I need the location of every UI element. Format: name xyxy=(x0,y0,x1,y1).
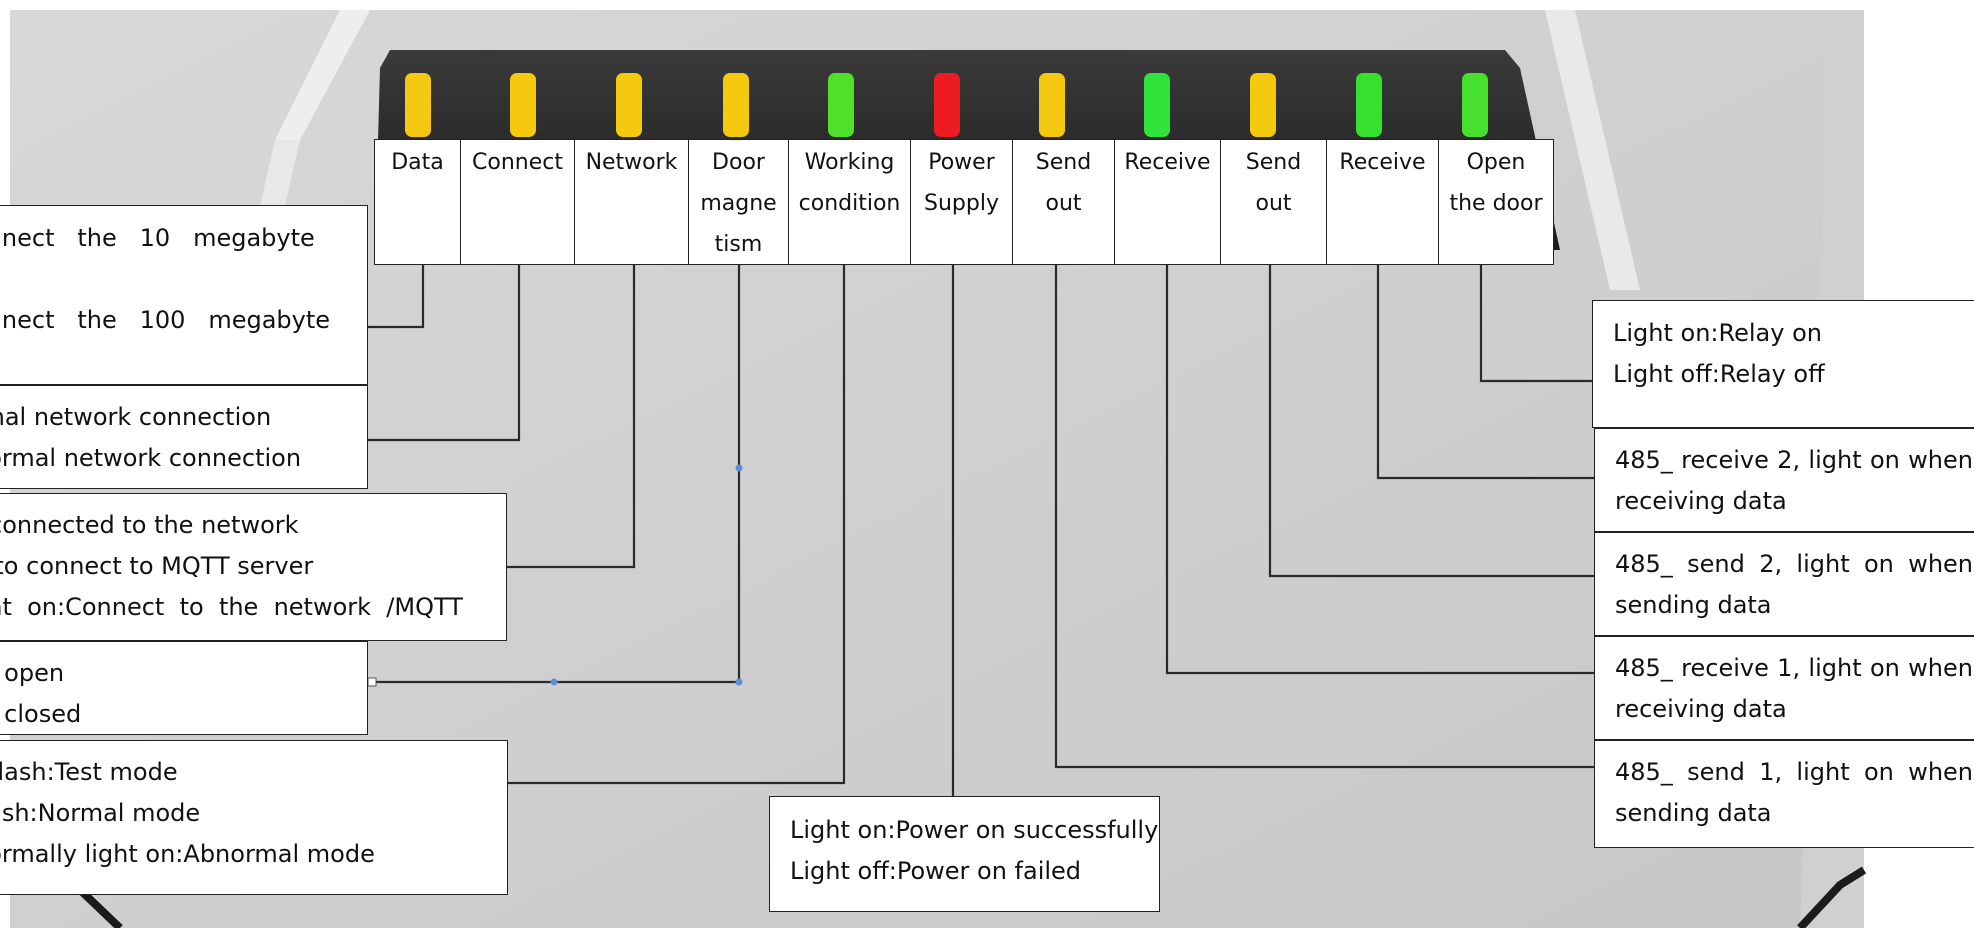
label-working-condition: Working condition xyxy=(788,139,911,265)
led-indicator xyxy=(1356,73,1382,137)
connector-network xyxy=(507,265,636,569)
desc-power-line-1: Light on:Power on successfully xyxy=(790,816,1159,844)
led-indicator xyxy=(1144,73,1170,137)
connector-connect xyxy=(368,265,521,442)
desc-open-line-2: Light off:Relay off xyxy=(1613,360,1825,388)
handle-point xyxy=(735,464,743,472)
led-indicator xyxy=(934,73,960,137)
label-network-line: Network xyxy=(585,150,678,175)
label-receive-2: Receive xyxy=(1326,139,1439,265)
label-power-line-2: Supply xyxy=(924,191,999,216)
label-receive-1: Receive xyxy=(1114,139,1221,265)
label-send2-line-1: Send xyxy=(1245,150,1302,175)
desc-receive2-line-2: receiving data xyxy=(1615,487,1787,515)
label-door-magnetism: Door magne tism xyxy=(688,139,789,265)
desc-receive-1: 485_ receive 1, light on when receiving … xyxy=(1594,636,1974,740)
desc-send2-line-2: sending data xyxy=(1615,591,1772,619)
desc-receive-2: 485_ receive 2, light on when receiving … xyxy=(1594,428,1974,532)
label-open-line-2: the door xyxy=(1449,191,1543,216)
connector-send1 xyxy=(1054,265,1594,769)
desc-send2-line-1: 485_ send 2, light on when xyxy=(1615,550,1973,578)
right-highlight-strip xyxy=(1545,10,1640,290)
label-data: Data xyxy=(374,139,461,265)
led-indicator xyxy=(1039,73,1065,137)
label-door-line-1: Door xyxy=(712,150,765,175)
connector-working xyxy=(507,265,846,785)
selection-handles xyxy=(550,464,743,686)
desc-door-line-1: or open xyxy=(0,659,65,687)
label-connect: Connect xyxy=(460,139,575,265)
desc-data-line-4: rt xyxy=(0,341,367,382)
label-receive2-line: Receive xyxy=(1339,150,1426,175)
desc-receive2-line-1: 485_ receive 2, light on when xyxy=(1615,446,1973,474)
desc-network-line-2: e to connect to MQTT server xyxy=(0,552,314,580)
connector-receive1 xyxy=(1165,265,1594,675)
led-indicator xyxy=(510,73,536,137)
desc-working-line-3: normally light on:Abnormal mode xyxy=(0,840,375,868)
label-send2-line-2: out xyxy=(1255,191,1292,216)
desc-send-1: 485_ send 1, light on when sending data xyxy=(1594,740,1974,848)
desc-data-line-1: onnect the 10 megabyte xyxy=(0,224,315,252)
connector-data xyxy=(368,265,425,329)
desc-door-line-2: or closed xyxy=(0,700,82,728)
desc-receive1-line-2: receiving data xyxy=(1615,695,1787,723)
label-connect-line: Connect xyxy=(472,150,563,175)
connector-open xyxy=(1479,265,1594,383)
desc-network-line-1: t connected to the network xyxy=(0,511,299,539)
label-send1-line-2: out xyxy=(1045,191,1082,216)
connector-lines xyxy=(368,265,1594,796)
led-indicator xyxy=(405,73,431,137)
desc-working-line-1: t flash:Test mode xyxy=(0,758,178,786)
desc-open-line-1: Light on:Relay on xyxy=(1613,319,1822,347)
connector-send2 xyxy=(1268,265,1594,578)
label-receive1-line: Receive xyxy=(1124,150,1211,175)
label-power-line-1: Power xyxy=(928,150,995,175)
handle-point xyxy=(550,678,558,686)
desc-connect-line-1: rmal network connection xyxy=(0,403,272,431)
desc-power-line-2: Light off:Power on failed xyxy=(790,857,1082,885)
handle-square xyxy=(367,677,377,687)
desc-working: t flash:Test mode flash:Normal mode norm… xyxy=(0,740,508,895)
led-indicator xyxy=(616,73,642,137)
label-network: Network xyxy=(574,139,689,265)
desc-data-line-3: onnect the 100 megabyte xyxy=(0,306,331,334)
desc-receive1-line-1: 485_ receive 1, light on when xyxy=(1615,654,1973,682)
desc-door: or open or closed xyxy=(0,641,368,735)
desc-working-line-2: flash:Normal mode xyxy=(0,799,201,827)
desc-data: onnect the 10 megabyte rt onnect the 100… xyxy=(0,205,368,385)
led-indicator xyxy=(723,73,749,137)
label-working-line-2: condition xyxy=(798,191,901,216)
handle-point xyxy=(735,678,743,686)
desc-network-line-3: ght on:Connect to the network /MQTT xyxy=(0,593,463,621)
desc-power-supply: Light on:Power on successfully Light off… xyxy=(769,796,1160,912)
led-indicator xyxy=(1462,73,1488,137)
label-working-line-1: Working xyxy=(804,150,895,175)
label-data-line: Data xyxy=(391,150,444,175)
left-highlight-strip xyxy=(275,10,370,140)
desc-connect: rmal network connection normal network c… xyxy=(0,385,368,489)
desc-send1-line-1: 485_ send 1, light on when xyxy=(1615,758,1973,786)
led-indicator xyxy=(828,73,854,137)
label-door-line-2: magne xyxy=(700,191,777,216)
desc-send-2: 485_ send 2, light on when sending data xyxy=(1594,532,1974,636)
desc-network: t connected to the network e to connect … xyxy=(0,493,507,641)
label-send1-line-1: Send xyxy=(1035,150,1092,175)
label-send-out-2: Send out xyxy=(1220,139,1327,265)
desc-open-the-door: Light on:Relay on Light off:Relay off xyxy=(1592,300,1974,428)
connector-receive2 xyxy=(1376,265,1594,480)
label-send-out-1: Send out xyxy=(1012,139,1115,265)
led-indicator xyxy=(1250,73,1276,137)
desc-data-line-2: rt xyxy=(0,259,367,300)
bottom-right-edge xyxy=(1797,866,1867,928)
label-door-line-3: tism xyxy=(714,232,763,257)
label-open-the-door: Open the door xyxy=(1438,139,1554,265)
desc-connect-line-2: normal network connection xyxy=(0,444,302,472)
label-open-line-1: Open xyxy=(1466,150,1526,175)
label-power-supply: Power Supply xyxy=(910,139,1013,265)
desc-send1-line-2: sending data xyxy=(1615,799,1772,827)
